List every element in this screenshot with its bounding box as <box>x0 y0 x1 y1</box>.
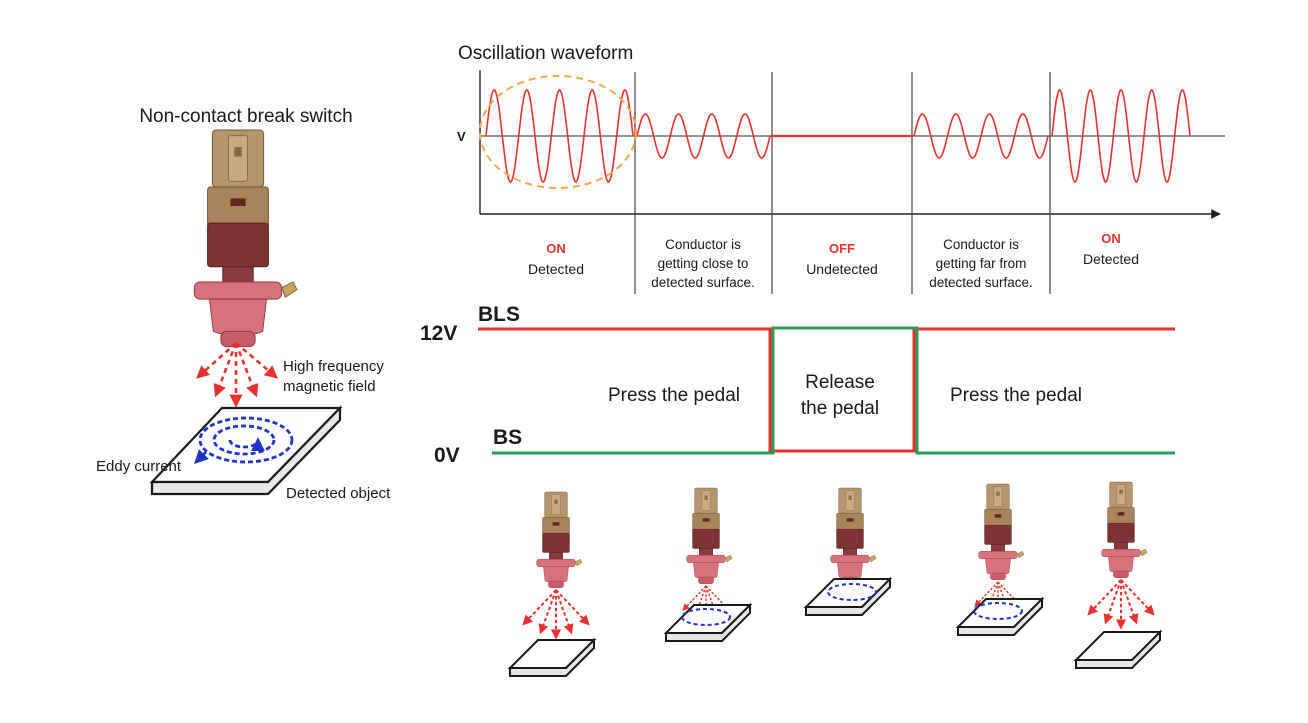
phase-4-line1: Conductor is <box>943 237 1019 252</box>
phase-5-state: ON <box>1101 231 1121 246</box>
switch-icon <box>686 487 733 584</box>
switch-icon <box>536 491 583 588</box>
release-pedal-line1: Release <box>805 372 875 393</box>
sequence-switch-5 <box>1075 481 1161 669</box>
detected-plate-icon <box>149 405 343 496</box>
detected-plate-icon <box>957 598 1043 636</box>
magnetic-field-arrows-icon <box>1089 580 1154 628</box>
switch-sequence <box>509 481 1161 677</box>
wave-recede <box>913 113 1049 159</box>
switch-panel: Non-contact break switch High frequency … <box>96 106 391 502</box>
phase-dividers <box>634 72 1051 294</box>
bls-signal-line <box>478 327 1175 453</box>
wave-on-right <box>1051 89 1191 183</box>
switch-icon <box>193 129 298 348</box>
field-label-line2: magnetic field <box>283 378 376 395</box>
phase-3-state: OFF <box>829 241 855 256</box>
detected-plate-icon <box>805 578 891 616</box>
sequence-switch-3 <box>805 487 891 616</box>
phase-1-state: ON <box>546 241 566 256</box>
phase-3-line1: Undetected <box>806 261 878 277</box>
eddy-current-label: Eddy current <box>96 458 182 475</box>
detected-object-label: Detected object <box>286 485 391 502</box>
waveform-axis-label: V <box>457 129 466 144</box>
switch-title: Non-contact break switch <box>139 106 352 127</box>
sequence-switch-2 <box>665 487 751 642</box>
sequence-switch-4 <box>957 483 1043 636</box>
eddy-current-icon <box>681 608 731 626</box>
phase-2-line2: getting close to <box>658 256 749 271</box>
switch-icon <box>978 483 1025 580</box>
high-level-label: 12V <box>420 322 457 345</box>
phase-5-line1: Detected <box>1083 251 1139 267</box>
bls-label: BLS <box>478 303 520 326</box>
switch-icon <box>830 487 877 584</box>
bs-signal-line <box>492 326 1175 455</box>
release-pedal-line2: the pedal <box>801 398 879 419</box>
press-pedal-right: Press the pedal <box>950 385 1082 406</box>
waveform-panel: Oscillation waveform V ON Detected Condu… <box>457 43 1225 294</box>
phase-1-line1: Detected <box>528 261 584 277</box>
signal-panel: BLS 12V BS 0V Press the pedal Release th… <box>420 303 1175 467</box>
detected-plate-icon <box>509 639 595 677</box>
wave-on-left <box>485 89 634 183</box>
highlight-ellipse <box>479 75 637 189</box>
waveform-title: Oscillation waveform <box>458 43 633 64</box>
sequence-switch-1 <box>509 491 595 677</box>
phase-labels: ON Detected Conductor is getting close t… <box>528 231 1139 290</box>
phase-4-line3: detected surface. <box>929 275 1033 290</box>
magnetic-field-arrows-icon <box>196 342 278 408</box>
eddy-current-icon <box>973 602 1023 620</box>
switch-icon <box>1101 481 1148 578</box>
detected-plate-icon <box>1075 631 1161 669</box>
phase-2-line3: detected surface. <box>651 275 755 290</box>
detected-plate-icon <box>665 604 751 642</box>
magnetic-field-arrows-icon <box>524 590 589 638</box>
oscillation-waves <box>485 89 1191 183</box>
low-level-label: 0V <box>434 444 460 467</box>
phase-2-line1: Conductor is <box>665 237 741 252</box>
field-label-line1: High frequency <box>283 358 384 375</box>
eddy-current-icon <box>194 416 294 464</box>
bs-label: BS <box>493 426 522 449</box>
press-pedal-left: Press the pedal <box>608 385 740 406</box>
phase-4-line2: getting far from <box>936 256 1027 271</box>
wave-approach <box>636 113 771 159</box>
eddy-current-icon <box>827 583 877 601</box>
